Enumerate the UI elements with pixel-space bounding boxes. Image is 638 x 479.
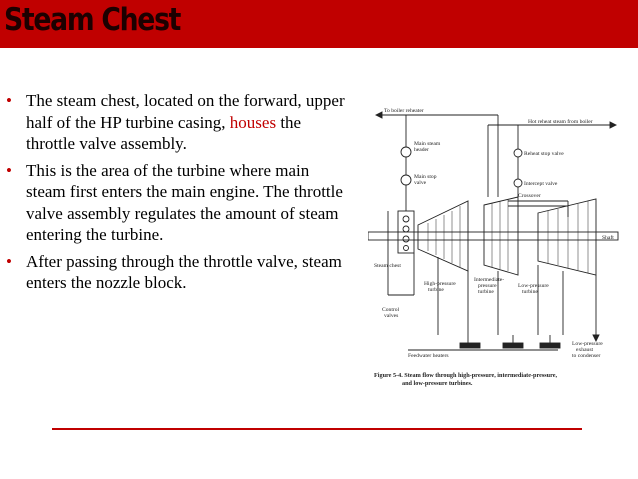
figure-caption-2: and low-pressure turbines. [402, 380, 473, 387]
bullet-text: After passing through the throttle valve… [26, 251, 342, 293]
label-reheat-stop: Reheat stop valve [524, 151, 564, 157]
bullet-text-end: the throttle valve assembly. [26, 112, 302, 154]
label-to-boiler: To boiler reheater [384, 108, 424, 114]
steam-flow-diagram: To boiler reheater Hot reheat steam from… [368, 108, 619, 387]
label-main-header-1: Main steam [414, 141, 441, 147]
bullet-item: • This is the area of the turbine where … [6, 160, 346, 246]
label-lp-exhaust-3: to condenser [572, 353, 601, 359]
label-lp-1: Low-pressure [518, 283, 549, 289]
bullet-text: The steam chest, located on the forward,… [26, 91, 345, 132]
label-main-stop-2: valve [414, 180, 427, 186]
bullet-icon: • [6, 251, 12, 271]
label-hp-1: High-pressure [424, 281, 456, 287]
label-crossover: Crossover [518, 193, 541, 199]
label-hot-reheat: Hot reheat steam from boiler [528, 118, 593, 125]
footer-divider [52, 428, 582, 430]
label-ip-2: pressure [478, 283, 497, 289]
label-ip-1: Intermediate- [474, 277, 504, 283]
label-steam-chest: Steam chest [374, 263, 401, 269]
label-hp-2: turbine [428, 287, 444, 293]
highlight-word: houses [229, 112, 277, 132]
label-main-header-2: header [414, 147, 429, 153]
label-control-1: Control [382, 307, 400, 313]
label-lp-exhaust-1: Low-pressure [572, 341, 603, 347]
slide-title: Steam Chest [4, 2, 181, 38]
label-control-2: valves [384, 313, 398, 319]
label-feedwater: Feedwater heaters [408, 353, 449, 359]
bullet-list: • The steam chest, located on the forward… [6, 90, 346, 299]
bullet-icon: • [6, 91, 12, 110]
title-bar: Steam Chest [0, 0, 638, 48]
label-main-stop-1: Main stop [414, 174, 437, 180]
label-lp-2: turbine [522, 289, 538, 295]
label-shaft: Shaft [602, 234, 614, 241]
bullet-icon: • [6, 160, 12, 180]
figure-caption-1: Figure 5-4. Steam flow through high-pres… [374, 372, 557, 379]
bullet-item: • After passing through the throttle valv… [6, 251, 346, 294]
label-intercept: Intercept valve [524, 181, 558, 187]
label-ip-3: turbine [478, 289, 494, 295]
bullet-text: This is the area of the turbine where ma… [26, 160, 343, 245]
bullet-item: • The steam chest, located on the forward… [6, 90, 346, 155]
label-lp-exhaust-2: exhaust [576, 347, 594, 353]
